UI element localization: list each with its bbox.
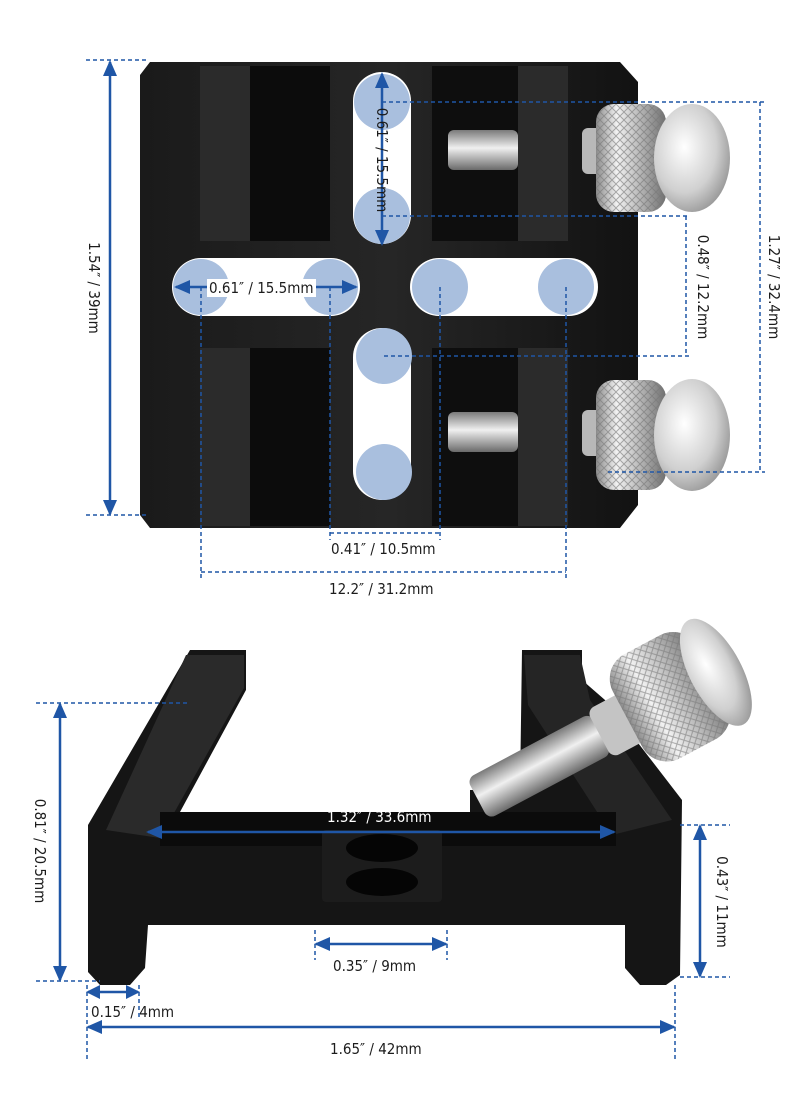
- label-total-width: 1.65″ / 42mm: [330, 1040, 422, 1058]
- label-slot-offset: 0.41″ / 10.5mm: [331, 540, 436, 558]
- top-view: [86, 59, 765, 578]
- label-screw-spacing: 1.27″ / 32.4mm: [765, 234, 783, 340]
- label-slot-length-vertical: 0.61″ / 15.5mm: [373, 107, 391, 213]
- front-thumb-screw: [469, 618, 752, 817]
- channel-left-lower: [250, 348, 330, 526]
- left-arm-face: [106, 655, 244, 838]
- center-hole-lower: [346, 868, 418, 896]
- label-height: 0.81″ / 20.5mm: [31, 798, 49, 904]
- label-slot-span: 12.2″ / 31.2mm: [329, 580, 434, 598]
- label-inner-width: 1.32″ / 33.6mm: [327, 808, 432, 826]
- thumb-screw-top: [448, 104, 730, 212]
- front-dimension-lines: [36, 702, 730, 1060]
- label-slot-length-horizontal: 0.61″ / 15.5mm: [207, 279, 316, 297]
- label-slot-to-screw: 0.48″ / 12.2mm: [694, 234, 712, 340]
- channel-left: [250, 66, 330, 241]
- label-total-height: 1.54″ / 39mm: [85, 242, 103, 334]
- rail-left-upper: [200, 66, 250, 241]
- label-foot-height: 0.43″ / 11mm: [713, 856, 731, 948]
- top-dimension-lines: [86, 59, 765, 578]
- center-hole-upper: [346, 834, 418, 862]
- label-center-slot: 0.35″ / 9mm: [333, 957, 417, 975]
- label-foot-width: 0.15″ / 4mm: [91, 1003, 175, 1021]
- front-view: [36, 618, 752, 1060]
- rail-right-upper: [518, 66, 568, 241]
- rail-left-lower: [200, 348, 250, 526]
- thumb-screw-bottom: [448, 379, 730, 491]
- rail-right-lower: [518, 348, 568, 526]
